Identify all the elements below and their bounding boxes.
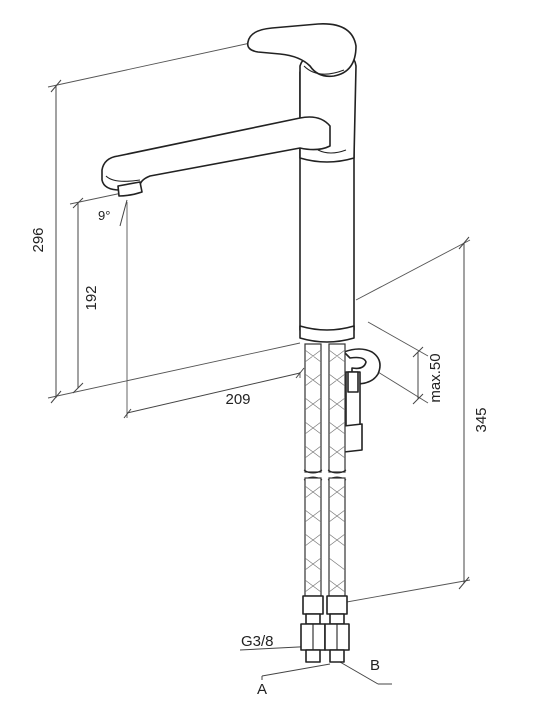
mounting-clamp: [343, 348, 381, 453]
flexible-hoses: [300, 343, 350, 663]
label-spout-reach: 209: [225, 391, 250, 408]
fitting-a: [302, 595, 324, 615]
hose-b-lower: [328, 477, 346, 597]
label-max-deck: max.50: [427, 353, 444, 402]
lever-handle: [246, 23, 357, 78]
label-spout-angle: 9°: [98, 208, 110, 223]
label-spout-height: 192: [83, 285, 100, 310]
label-below-deck: 345: [473, 407, 490, 432]
hose-a-upper: [304, 343, 322, 473]
label-hose-b: B: [370, 657, 380, 674]
label-hose-a: A: [257, 681, 267, 698]
hose-a-lower: [304, 477, 322, 597]
dimension-lines: [47, 41, 471, 685]
aerator: [117, 181, 143, 197]
faucet-base-ring: [299, 325, 355, 343]
fitting-b: [326, 595, 348, 615]
spout: [101, 116, 331, 191]
faucet-body: [101, 23, 357, 343]
label-thread: G3/8: [241, 633, 274, 650]
dimension-labels: 296 192 209 345 max.50 9° G3/8 A B: [30, 208, 490, 698]
label-total-height: 296: [30, 227, 47, 252]
hose-b-upper: [328, 343, 346, 473]
